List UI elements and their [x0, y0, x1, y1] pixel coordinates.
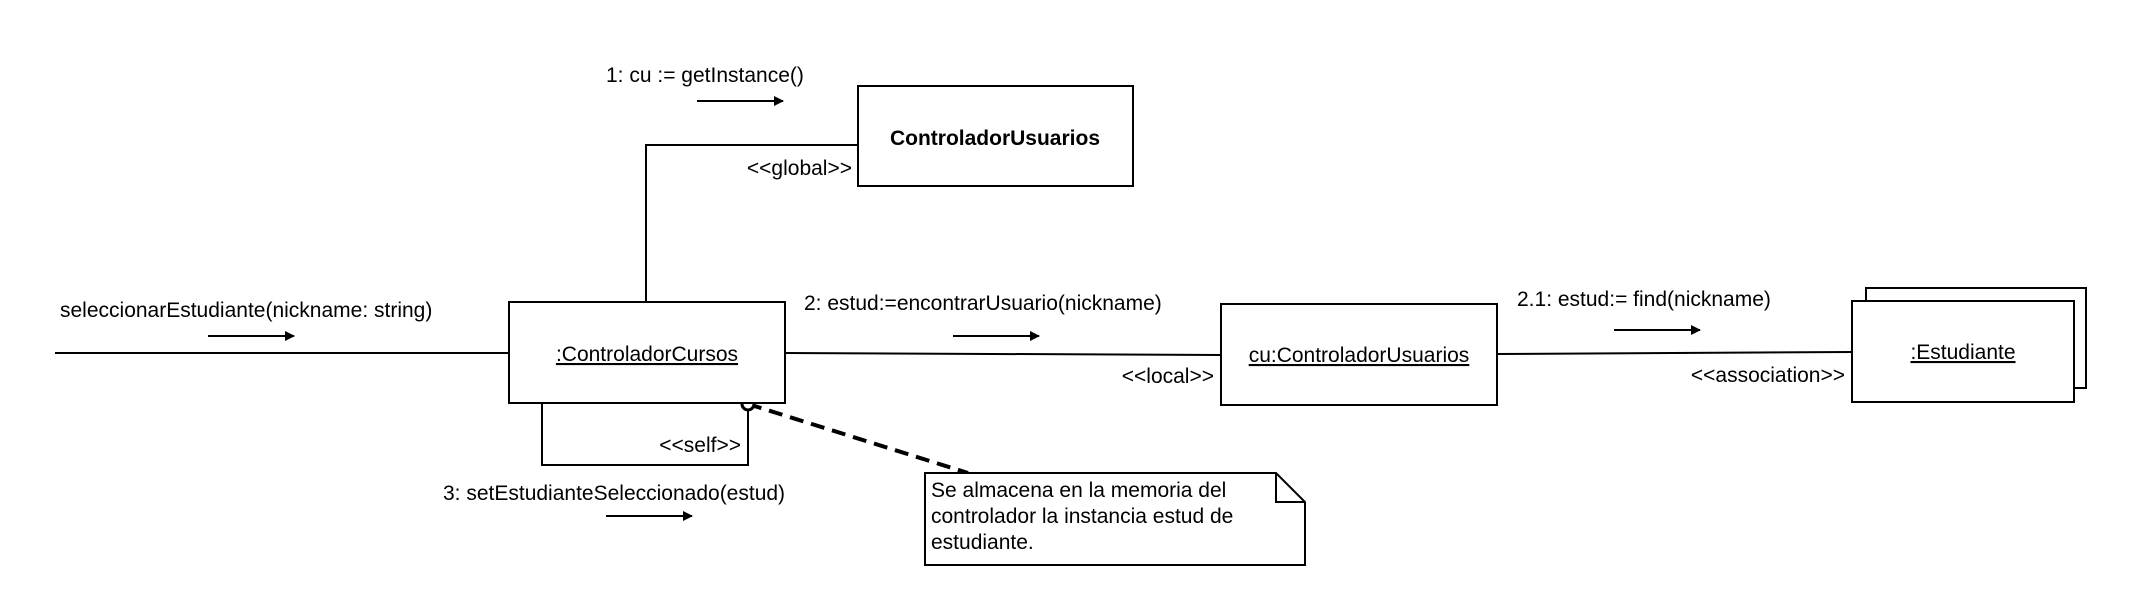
object-controlador-usuarios-global[interactable]: ControladorUsuarios	[857, 85, 1134, 187]
message-entry: seleccionarEstudiante(nickname: string)	[60, 299, 432, 322]
global-link	[645, 144, 858, 302]
link-label-local: <<local>>	[1122, 365, 1214, 388]
note-fold	[1275, 473, 1305, 503]
self-link	[541, 404, 749, 466]
message-2: 2: estud:=encontrarUsuario(nickname)	[804, 292, 1162, 315]
link-label-global: <<global>>	[747, 157, 852, 180]
note-line-1: Se almacena en la memoria del	[931, 479, 1226, 502]
note-shape	[924, 472, 1306, 566]
object-label: ControladorUsuarios	[890, 127, 1100, 150]
object-label: cu:ControladorUsuarios	[1249, 344, 1470, 367]
message-1: 1: cu := getInstance()	[606, 64, 804, 87]
multiobject-front	[1851, 300, 2075, 403]
association-link	[1496, 351, 1853, 355]
note-line-2: controlador la instancia estud de	[931, 505, 1233, 528]
note-anchor-link	[747, 402, 969, 475]
object-label: :ControladorCursos	[556, 343, 738, 366]
link-label-association: <<association>>	[1691, 364, 1845, 387]
note-line-3: estudiante.	[931, 531, 1034, 554]
message-2-1: 2.1: estud:= find(nickname)	[1517, 288, 1771, 311]
local-link	[784, 352, 1222, 356]
object-controlador-usuarios-local[interactable]: cu:ControladorUsuarios	[1220, 303, 1498, 406]
object-label: :Estudiante	[1910, 341, 2015, 364]
link-label-self: <<self>>	[659, 434, 741, 457]
object-estudiante-multiobject[interactable]: :Estudiante	[1851, 287, 2087, 403]
note[interactable]: Se almacena en la memoria del controlado…	[924, 472, 1306, 566]
message-3: 3: setEstudianteSeleccionado(estud)	[443, 482, 785, 505]
object-controlador-cursos[interactable]: :ControladorCursos	[508, 301, 786, 404]
